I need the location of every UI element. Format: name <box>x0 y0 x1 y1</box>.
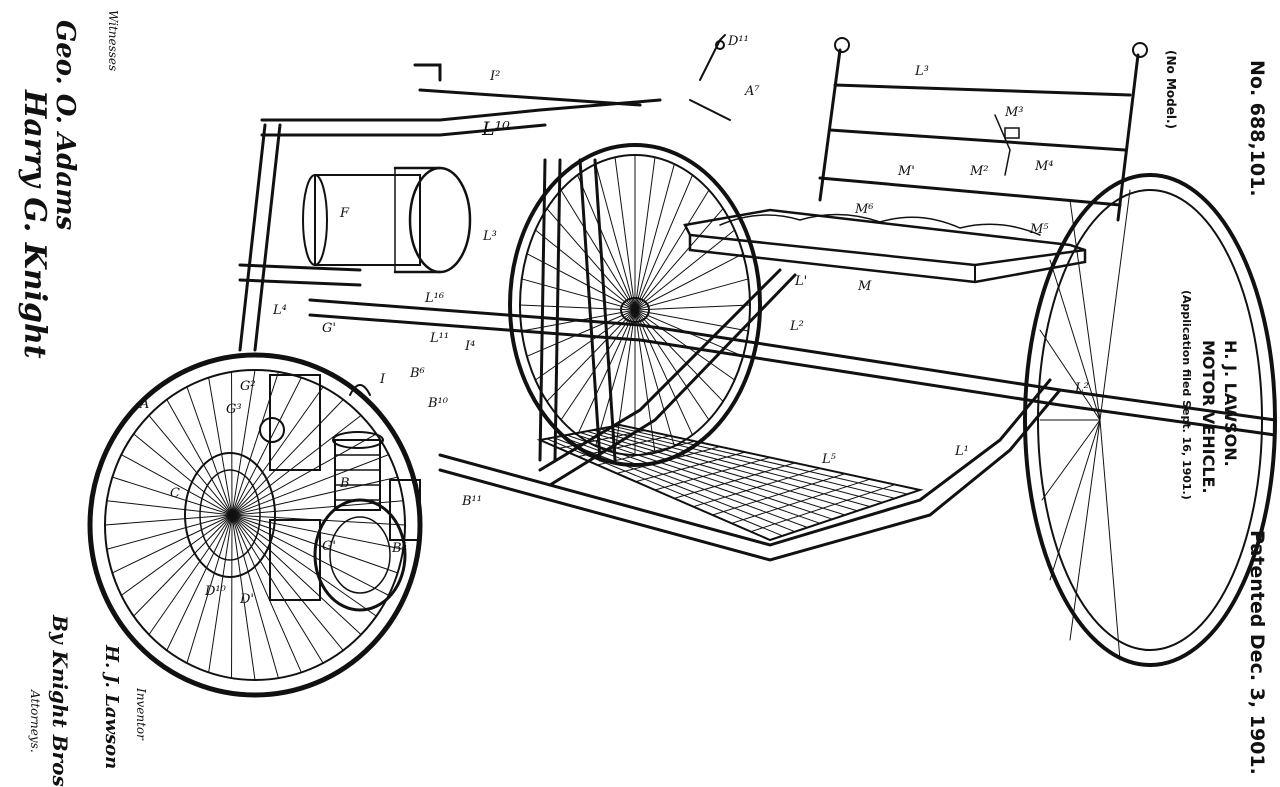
ref-label-B: B <box>339 476 350 491</box>
ref-label-L10: L¹⁰ <box>481 118 510 140</box>
ref-label-G3: G³ <box>226 402 242 417</box>
ref-label-L4: L⁴ <box>272 303 287 318</box>
patent-number: No. 688,101. <box>1246 60 1268 197</box>
patent-date: Patented Dec. 3, 1901. <box>1246 530 1268 775</box>
ref-label-B10: B¹⁰ <box>427 396 449 411</box>
steering-lever <box>690 35 730 120</box>
application-note: (Application filed Sept. 16, 1901.) <box>1180 290 1193 500</box>
ref-label-L5: L⁵ <box>821 452 837 467</box>
ref-label-G1-top: G' <box>322 321 336 336</box>
engine <box>260 375 420 610</box>
ref-label-C: C <box>170 486 180 501</box>
ref-label-D11: D¹¹ <box>727 34 749 49</box>
ref-label-M: M <box>857 279 872 294</box>
ref-label-L2: L² <box>789 319 804 334</box>
ref-label-M1: M' <box>897 164 915 179</box>
witnesses-heading: Witnesses <box>106 10 120 71</box>
inventor-name: H. J. LAWSON. <box>1221 340 1240 467</box>
attorneys-label: Attorneys. <box>28 690 42 753</box>
frame <box>240 65 1275 560</box>
witness-signature-1: Geo. O. Adams <box>50 20 80 230</box>
ref-label-M2: M² <box>969 164 989 179</box>
ref-label-M4: M⁴ <box>1034 159 1054 174</box>
inventor-role: Inventor <box>134 688 148 740</box>
ref-label-D1: D' <box>239 592 254 607</box>
fuel-tank <box>303 168 470 272</box>
patent-sheet: D¹¹ A⁷ I² L¹⁰ L³ M³ M⁴ M² M' M⁶ M⁵ M F L… <box>0 0 1280 762</box>
ref-label-I2: I² <box>489 69 500 84</box>
model-note: (No Model.) <box>1164 50 1178 129</box>
motor-vehicle-drawing: D¹¹ A⁷ I² L¹⁰ L³ M³ M⁴ M² M' M⁶ M⁵ M F L… <box>0 0 1280 762</box>
ref-label-L1: L¹ <box>954 444 969 459</box>
ref-label-B11: B¹¹ <box>461 494 482 509</box>
witness-signature-2: Harry G. Knight <box>17 90 52 359</box>
ref-label-I: I <box>379 372 386 387</box>
inventor-signature: H. J. Lawson <box>101 645 122 769</box>
ref-label-L3-top: L³ <box>914 64 929 79</box>
ref-label-B6: B⁶ <box>409 366 425 381</box>
ref-label-L1-mid: L' <box>794 274 807 289</box>
middle-wheel <box>510 145 760 465</box>
ref-label-L11: L¹¹ <box>429 331 449 346</box>
ref-label-D10: D¹⁰ <box>204 584 227 599</box>
ref-label-L3: L³ <box>482 229 497 244</box>
ref-label-M5: M⁵ <box>1029 222 1049 237</box>
ref-label-G2: G² <box>240 379 256 394</box>
ref-label-L16: L¹⁶ <box>424 291 444 306</box>
ref-label-A: A <box>139 397 149 412</box>
ref-label-M3: M³ <box>1004 105 1024 120</box>
ref-label-B5: B⁵ <box>391 541 408 556</box>
ref-label-F: F <box>339 206 350 221</box>
ref-label-G1: G' <box>322 539 336 554</box>
ref-label-A7: A⁷ <box>744 84 760 99</box>
ref-label-M6: M⁶ <box>854 202 874 217</box>
patent-title: MOTOR VEHICLE. <box>1199 340 1218 494</box>
ref-label-I4: I⁴ <box>464 339 475 354</box>
by-attorneys-signature: By Knight Bros <box>48 615 72 787</box>
ref-label-L2b: L² <box>1074 381 1089 396</box>
